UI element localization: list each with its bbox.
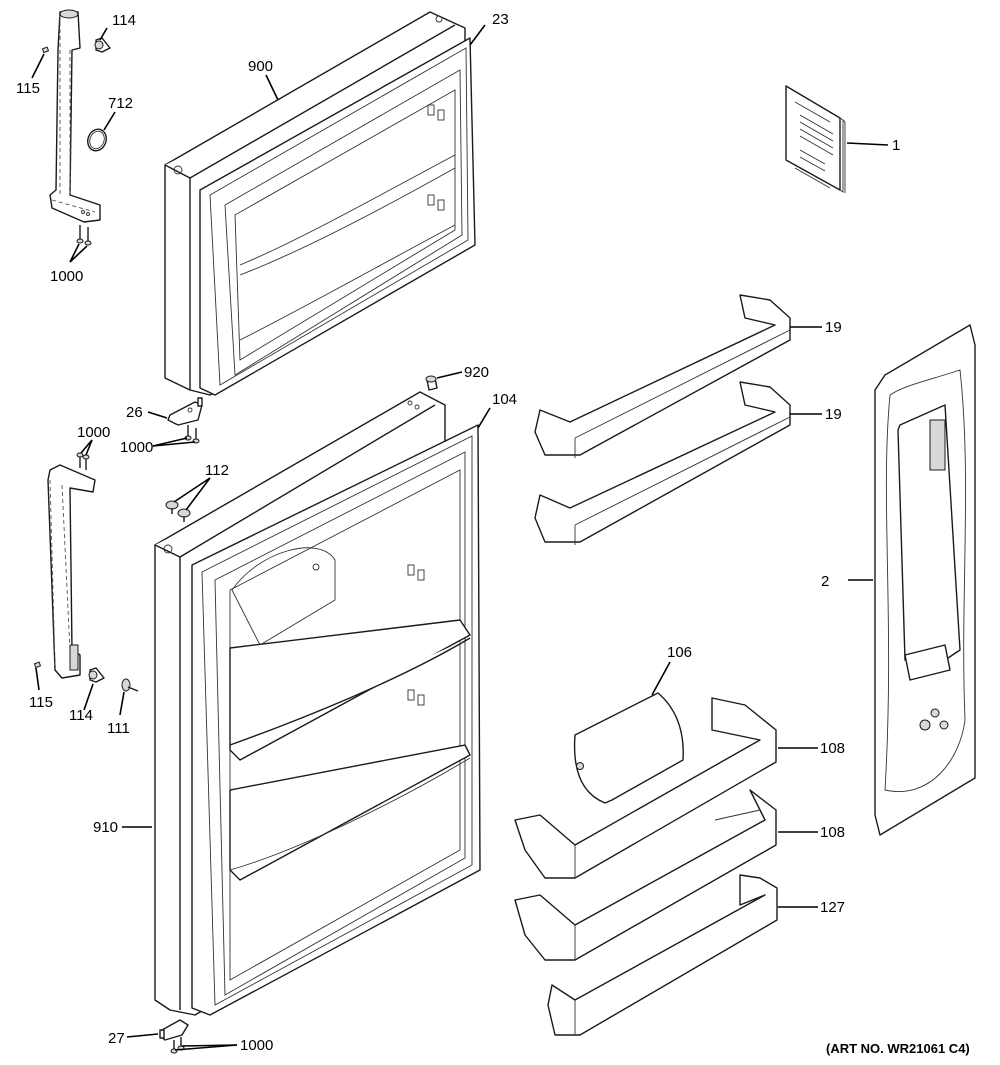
callout-26: 26	[126, 404, 143, 421]
handle-kit-2[interactable]	[874, 324, 976, 836]
handle-plug-114-top[interactable]	[94, 37, 111, 53]
callout-2: 2	[821, 573, 829, 590]
hinge-screws-1000[interactable]	[184, 425, 200, 444]
callout-23: 23	[492, 11, 509, 28]
callout-900: 900	[248, 58, 273, 75]
handle-plug-114-bottom[interactable]	[88, 667, 105, 683]
callout-114-bottom: 114	[69, 707, 93, 724]
art-number: (ART NO. WR21061 C4)	[826, 1041, 970, 1056]
upper-handle[interactable]	[49, 9, 101, 223]
handle-screws-1000-lower[interactable]	[76, 452, 90, 470]
screws-1000-top-handle[interactable]	[76, 225, 92, 246]
center-hinge-26[interactable]	[167, 397, 203, 426]
plugs-112[interactable]	[165, 500, 191, 522]
callout-104: 104	[492, 391, 517, 408]
callout-labels: 114 115 712 1000 900 23 1 19 19 920 104 …	[16, 11, 900, 1054]
handle-screw-111[interactable]	[121, 678, 139, 692]
callout-1000-bottom: 1000	[240, 1037, 273, 1054]
door-bin-108-top[interactable]	[514, 697, 777, 879]
door-bin-127[interactable]	[547, 874, 778, 1036]
freezer-door-shelf-19-top[interactable]	[534, 294, 791, 458]
hinge-pin-cap-920[interactable]	[425, 375, 438, 391]
callout-19-b: 19	[825, 406, 842, 423]
callout-1000-top-handle: 1000	[50, 268, 83, 285]
callout-106: 106	[667, 644, 692, 661]
callout-27: 27	[108, 1030, 125, 1047]
leader-lines	[31, 24, 889, 1051]
callout-1: 1	[892, 137, 900, 154]
freezer-door-liner	[234, 89, 456, 361]
callout-19-a: 19	[825, 319, 842, 336]
bottom-hinge-27[interactable]	[159, 1019, 189, 1041]
set-screw-115-bottom[interactable]	[33, 661, 42, 669]
callout-112: 112	[205, 462, 229, 479]
callout-115-bottom: 115	[29, 694, 53, 711]
callout-712: 712	[108, 95, 133, 112]
callout-115-top: 115	[16, 80, 40, 97]
callout-910: 910	[93, 819, 118, 836]
callout-127: 127	[820, 899, 845, 916]
o-ring-712[interactable]	[85, 127, 109, 154]
fresh-food-door-liner	[229, 469, 471, 981]
door-bin-108-bottom[interactable]	[514, 789, 777, 961]
callout-108-b: 108	[820, 824, 845, 841]
lower-handle[interactable]	[47, 464, 96, 679]
callout-114-top: 114	[112, 12, 136, 29]
callout-108-a: 108	[820, 740, 845, 757]
callout-1000-lower-handle: 1000	[77, 424, 110, 441]
set-screw-115-top[interactable]	[41, 46, 50, 54]
freezer-door-shelf-19-bottom[interactable]	[534, 381, 791, 545]
literature-manual-1[interactable]	[785, 85, 846, 193]
dairy-door-106[interactable]	[573, 692, 684, 804]
callout-1000-hinge: 1000	[120, 439, 153, 456]
callout-920: 920	[464, 364, 489, 381]
callout-111: 111	[107, 720, 130, 737]
freezer-door-gasket-23[interactable]	[199, 37, 476, 396]
